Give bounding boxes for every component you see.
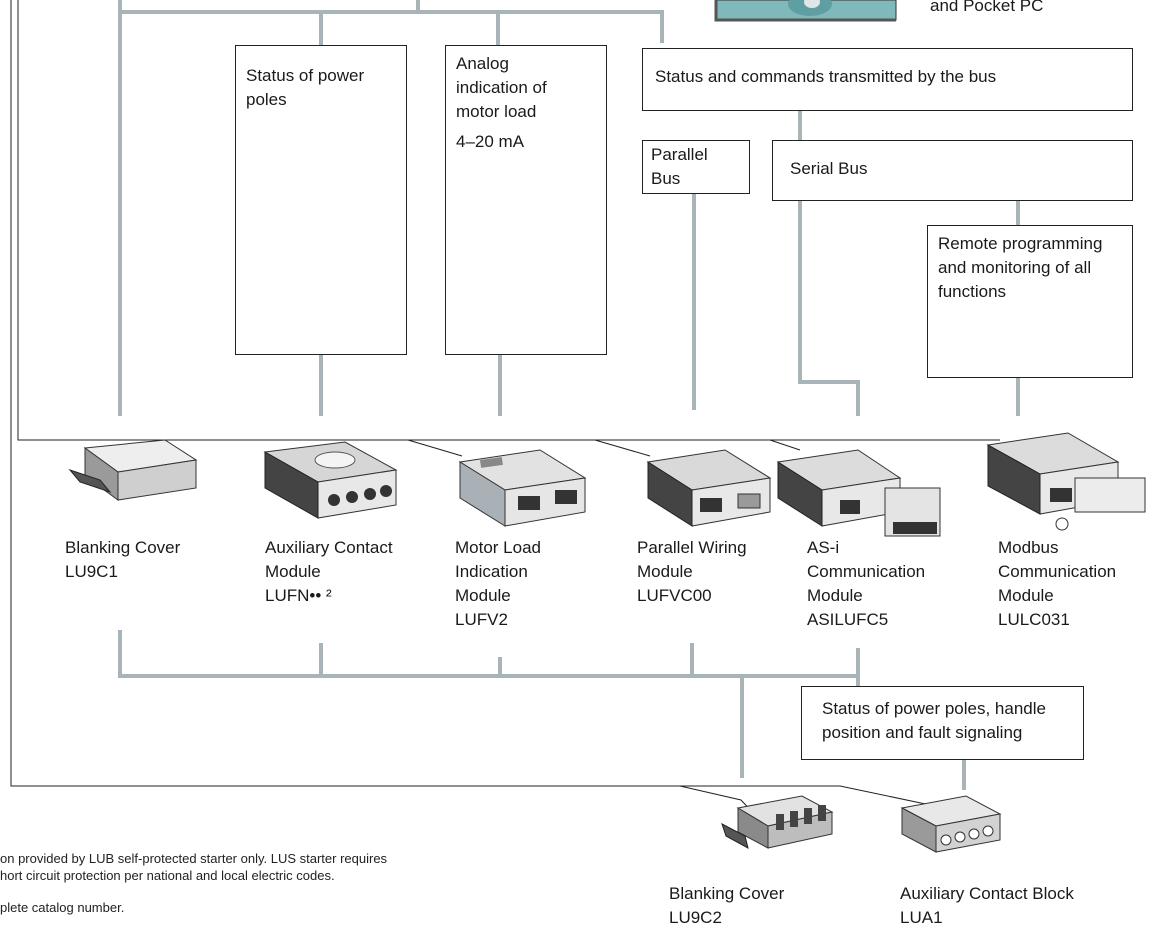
label-line: Module (807, 586, 863, 605)
status-commands-bus-text: Status and commands transmitted by the b… (655, 67, 997, 86)
analog-indication-text: Analog indication of motor load (456, 54, 547, 121)
module-label-blanking-cover-lu9c2: Blanking Cover LU9C2 (669, 882, 784, 930)
serial-bus-text: Serial Bus (790, 159, 868, 178)
module-label-motor-load-indication: Motor Load Indication Module LUFV2 (455, 536, 541, 632)
motor-load-indication-module-image (458, 449, 587, 527)
status-commands-bus-box: Status and commands transmitted by the b… (642, 48, 1133, 111)
label-line: Module (637, 562, 693, 581)
label-line: Blanking Cover (669, 884, 785, 903)
footnote-line-2: hort circuit protection per national and… (0, 868, 335, 883)
bottom-connector-lines (118, 630, 966, 790)
status-handle-fault-text: Status of power poles, handle position a… (822, 699, 1046, 742)
label-line: LUFN•• ² (265, 586, 332, 605)
parallel-bus-box: Parallel Bus (642, 140, 750, 194)
analog-current-text: 4–20 mA (456, 132, 525, 151)
label-line: Module (455, 586, 511, 605)
label-line: Blanking Cover (65, 538, 181, 557)
label-line: LUFV2 (455, 610, 508, 629)
status-handle-fault-box: Status of power poles, handle position a… (801, 686, 1084, 760)
label-line: LU9C1 (65, 562, 118, 581)
footnote-line-3: plete catalog number. (0, 900, 125, 915)
label-line: LULC031 (998, 610, 1070, 629)
label-line: ASILUFC5 (807, 610, 889, 629)
module-label-auxiliary-contact-module: Auxiliary Contact Module LUFN•• ² (265, 536, 393, 608)
label-line: LUA1 (900, 908, 943, 927)
pocket-pc-caption: and Pocket PC (930, 0, 1044, 15)
auxiliary-contact-block-image (900, 795, 1002, 853)
label-line: Module (998, 586, 1054, 605)
label-line: Module (265, 562, 321, 581)
status-power-poles-text: Status of power poles (246, 66, 365, 109)
blanking-cover-lu9c1-image (68, 439, 198, 501)
auxiliary-contact-module-image (263, 441, 398, 519)
pocket-pc-thumbnail (714, 0, 897, 22)
status-power-poles-box: Status of power poles (235, 45, 407, 355)
as-i-communication-module-image (776, 449, 941, 537)
blanking-cover-lu9c2-image (721, 795, 834, 849)
serial-bus-box: Serial Bus (772, 140, 1133, 201)
module-label-parallel-wiring: Parallel Wiring Module LUFVC00 (637, 536, 747, 608)
label-line: Motor Load (455, 538, 541, 557)
modbus-communication-module-image (986, 432, 1146, 531)
label-line: Communication (807, 562, 926, 581)
label-line: AS-i (807, 538, 840, 557)
remote-programming-box: Remote programming and monitoring of all… (927, 225, 1133, 378)
analog-indication-box: Analog indication of motor load 4–20 mA (445, 45, 607, 355)
label-line: Auxiliary Contact (265, 538, 393, 557)
outline-frames (10, 0, 1000, 817)
module-label-blanking-cover-lu9c1: Blanking Cover LU9C1 (65, 536, 180, 584)
module-label-auxiliary-contact-block: Auxiliary Contact Block LUA1 (900, 882, 1074, 930)
top-connector-lines (118, 0, 1020, 416)
label-line: LU9C2 (669, 908, 722, 927)
module-label-as-i-communication: AS-i Communication Module ASILUFC5 (807, 536, 925, 632)
label-line: Parallel Wiring (637, 538, 747, 557)
module-label-modbus-communication: Modbus Communication Module LULC031 (998, 536, 1116, 632)
label-line: Communication (998, 562, 1117, 581)
label-line: Modbus (998, 538, 1059, 557)
label-line: Auxiliary Contact Block (900, 884, 1074, 903)
footnote-line-1: on provided by LUB self-protected starte… (0, 851, 388, 866)
label-line: Indication (455, 562, 528, 581)
parallel-wiring-module-image (646, 449, 772, 527)
parallel-bus-text: Parallel Bus (651, 145, 708, 188)
label-line: LUFVC00 (637, 586, 712, 605)
remote-programming-text: Remote programming and monitoring of all… (938, 234, 1103, 301)
